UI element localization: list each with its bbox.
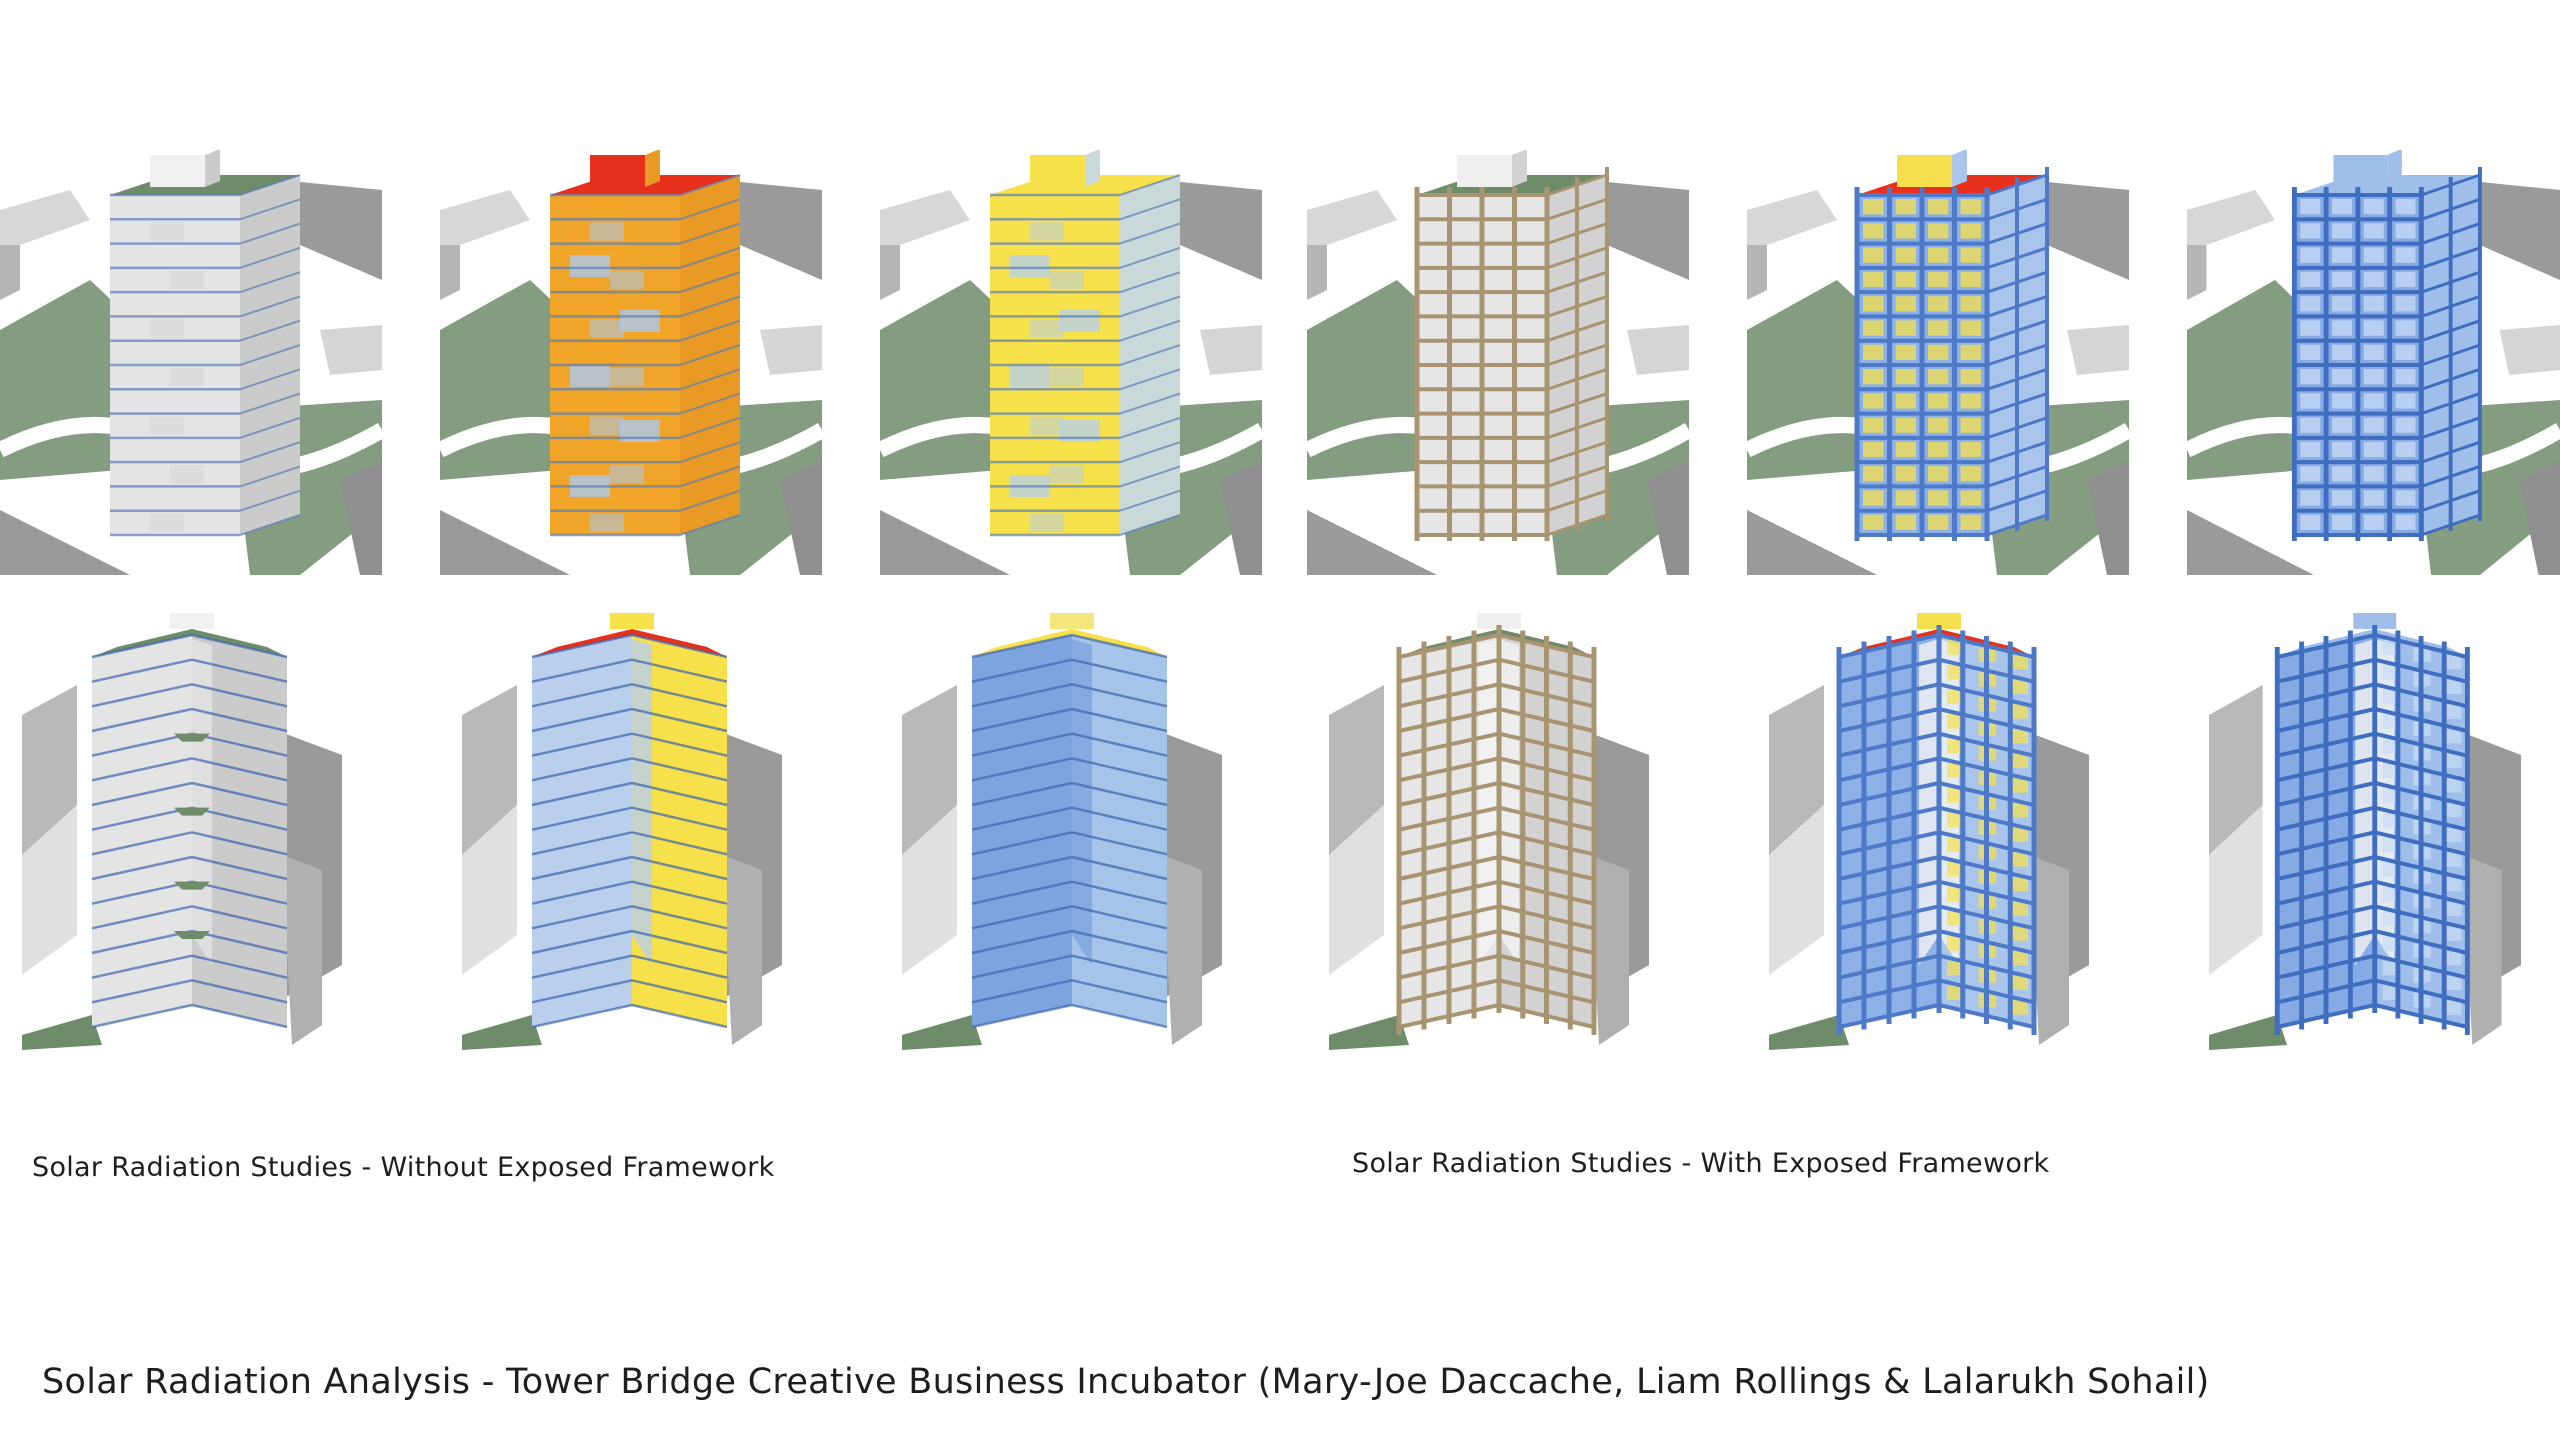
tower-model-illustration	[902, 605, 1262, 1050]
tower-model-illustration	[1307, 150, 1689, 575]
tower-model-illustration	[1769, 605, 2129, 1050]
study-panel-bottom-frame-blue	[2209, 605, 2560, 1050]
caption-with-framework: Solar Radiation Studies - With Exposed F…	[1352, 1148, 2050, 1179]
page-title: Solar Radiation Analysis - Tower Bridge …	[42, 1362, 2210, 1402]
tower-model-illustration	[440, 150, 822, 575]
study-panel-bottom-no-frame-base	[22, 605, 382, 1050]
study-panel-top-no-frame-base	[0, 150, 382, 575]
tower-model-illustration	[1747, 150, 2129, 575]
study-panel-bottom-no-frame-mixed	[462, 605, 822, 1050]
tower-model-illustration	[22, 605, 382, 1050]
tower-model-illustration	[2209, 605, 2560, 1050]
tower-model-illustration	[1329, 605, 1689, 1050]
study-panel-top-frame-yellow-blue	[1747, 150, 2129, 575]
study-panel-top-no-frame-yellow	[880, 150, 1262, 575]
study-panel-top-frame-base	[1307, 150, 1689, 575]
tower-model-illustration	[0, 150, 382, 575]
tower-model-illustration	[462, 605, 822, 1050]
study-panel-bottom-frame-base	[1329, 605, 1689, 1050]
caption-without-framework: Solar Radiation Studies - Without Expose…	[32, 1152, 775, 1183]
study-panel-bottom-no-frame-blue	[902, 605, 1262, 1050]
study-panel-bottom-frame-yellow-blue	[1769, 605, 2129, 1050]
tower-model-illustration	[2187, 150, 2560, 575]
tower-model-illustration	[880, 150, 1262, 575]
study-panel-top-no-frame-orange	[440, 150, 822, 575]
study-panel-top-frame-blue	[2187, 150, 2560, 575]
